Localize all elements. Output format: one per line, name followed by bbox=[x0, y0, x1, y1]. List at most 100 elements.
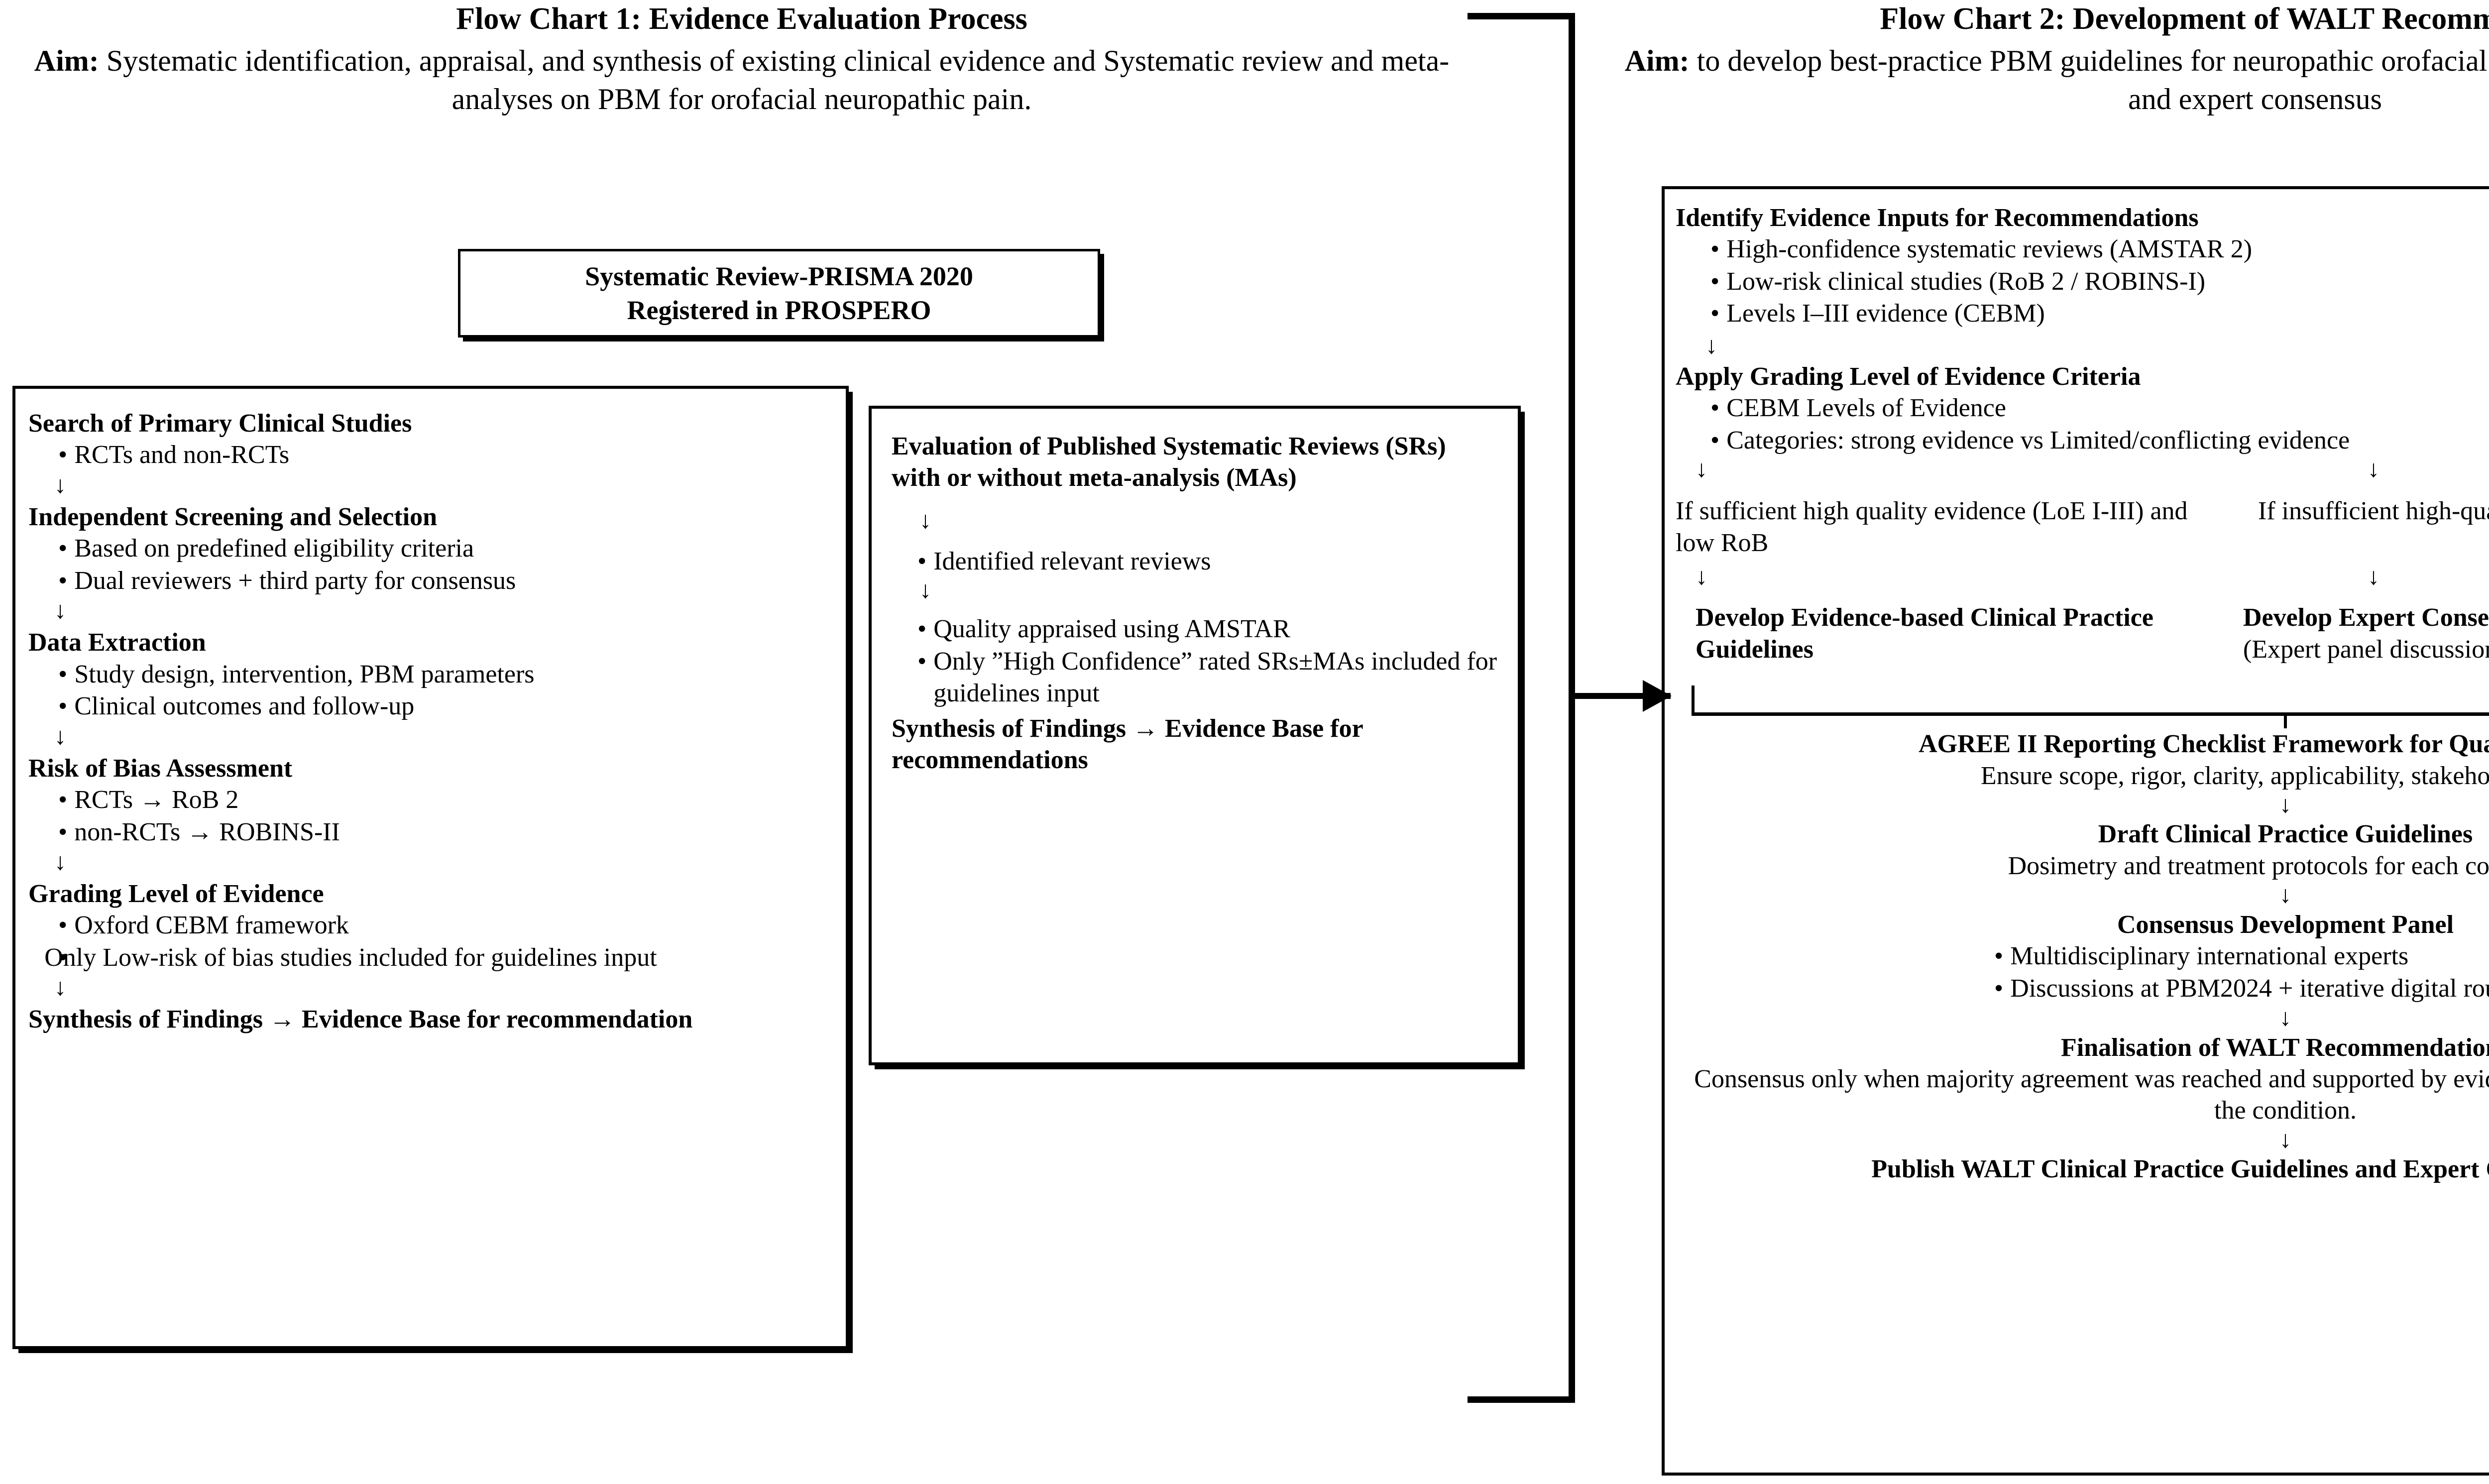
branch-right-outcome-title: Develop Expert Consensus Opinion bbox=[2243, 603, 2489, 632]
step-bullets: • Based on predefined eligibility criter… bbox=[28, 533, 833, 597]
merge-horizontal-bar bbox=[1692, 712, 2489, 716]
step-finalisation-of-recommendations: Finalisation of WALT Recommendations Con… bbox=[1676, 1032, 2489, 1127]
bracket-right-edge bbox=[1569, 13, 1575, 1403]
step-bullets: • CEBM Levels of Evidence • Categories: … bbox=[1676, 392, 2489, 457]
down-arrow-icon: ↓ bbox=[2279, 1126, 2291, 1153]
flow-chart-1-aim-label: Aim: bbox=[34, 44, 99, 77]
list-item: • Only Low-risk of bias studies included… bbox=[28, 942, 833, 974]
prospero-box-text: Systematic Review-PRISMA 2020 Registered… bbox=[585, 259, 973, 327]
step-heading: Data Extraction bbox=[28, 628, 206, 657]
branch-merge-bracket bbox=[1676, 685, 2489, 729]
merge-down-stem bbox=[2284, 712, 2287, 729]
step-bullets: • RCTs and non-RCTs bbox=[28, 439, 833, 471]
prospero-registration-box: Systematic Review-PRISMA 2020 Registered… bbox=[458, 249, 1100, 338]
bullet-icon: • bbox=[58, 660, 68, 688]
flow-chart-1-title: Flow Chart 1: Evidence Evaluation Proces… bbox=[456, 2, 1027, 36]
list-item: • Dual reviewers + third party for conse… bbox=[58, 565, 833, 597]
list-item: • Based on predefined eligibility criter… bbox=[58, 533, 833, 565]
down-arrow-icon: ↓ bbox=[1696, 564, 1707, 590]
flow-chart-1-aim: Aim: Systematic identification, appraisa… bbox=[30, 42, 1454, 118]
prospero-line-2: Registered in PROSPERO bbox=[627, 295, 931, 325]
step-heading: Search of Primary Clinical Studies bbox=[28, 409, 412, 438]
branch-left-condition: If sufficient high quality evidence (LoE… bbox=[1676, 497, 2188, 557]
branch-outcomes-row: ↓ ↓ Develop Evidence-based Clinical Prac… bbox=[1676, 565, 2489, 683]
list-item: • Quality appraised using AMSTAR bbox=[917, 613, 1501, 645]
bullet-icon: • bbox=[58, 441, 68, 469]
step-text: Consensus only when majority agreement w… bbox=[1694, 1064, 2489, 1125]
step-heading: Independent Screening and Selection bbox=[28, 502, 438, 531]
sr-box-heading: Evaluation of Published Systematic Revie… bbox=[892, 432, 1446, 492]
down-arrow-icon: ↓ bbox=[919, 577, 931, 604]
down-arrow-icon: ↓ bbox=[1705, 332, 1717, 359]
flow-chart-1-aim-text: Systematic identification, appraisal, an… bbox=[99, 44, 1450, 115]
bullet-icon: • bbox=[1994, 942, 2004, 971]
list-item: • RCTs → RoB 2 bbox=[58, 784, 833, 816]
step-publish-guidelines: Publish WALT Clinical Practice Guideline… bbox=[1871, 1155, 2489, 1184]
branch-left-outcome: Develop Evidence-based Clinical Practice… bbox=[1696, 603, 2153, 664]
step-synthesis-of-findings: Synthesis of Findings → Evidence Base fo… bbox=[28, 1005, 693, 1034]
list-item: • Only ”High Confidence” rated SRs±MAs i… bbox=[917, 646, 1501, 710]
sr-box-footer: Synthesis of Findings → Evidence Base fo… bbox=[892, 714, 1363, 775]
branch-conditions-row: ↓ ↓ If sufficient high quality evidence … bbox=[1676, 456, 2489, 578]
down-arrow-icon: ↓ bbox=[2368, 456, 2379, 483]
down-arrow-icon: ↓ bbox=[54, 723, 66, 750]
step-text: Ensure scope, rigor, clarity, applicabil… bbox=[1980, 761, 2489, 790]
bullet-icon: • bbox=[1710, 394, 1720, 423]
down-arrow-icon: ↓ bbox=[1696, 456, 1707, 483]
right-arrow-icon bbox=[1643, 680, 1672, 712]
published-systematic-reviews-box: Evaluation of Published Systematic Revie… bbox=[869, 406, 1521, 1065]
list-item: • non-RCTs → ROBINS-II bbox=[58, 816, 833, 848]
list-item: • Study design, intervention, PBM parame… bbox=[58, 659, 833, 690]
step-risk-of-bias: Risk of Bias Assessment • RCTs → RoB 2 •… bbox=[28, 753, 833, 848]
step-bullets: • Oxford CEBM framework bbox=[28, 910, 833, 941]
down-arrow-icon: ↓ bbox=[54, 597, 66, 624]
step-text: Dosimetry and treatment protocols for ea… bbox=[2008, 851, 2489, 880]
down-arrow-icon: ↓ bbox=[54, 974, 66, 1001]
bracket-top-edge bbox=[1468, 13, 1575, 19]
list-item: • CEBM Levels of Evidence bbox=[1710, 392, 2489, 424]
down-arrow-icon: ↓ bbox=[2368, 564, 2379, 590]
list-item: • Levels I–III evidence (CEBM) bbox=[1710, 298, 2489, 330]
merge-left-stem bbox=[1692, 685, 1695, 716]
list-item: • Identified relevant reviews bbox=[917, 546, 1501, 577]
step-heading: Apply Grading Level of Evidence Criteria bbox=[1676, 362, 2141, 391]
step-heading: Identify Evidence Inputs for Recommendat… bbox=[1676, 204, 2199, 232]
down-arrow-icon: ↓ bbox=[2279, 1005, 2291, 1031]
branch-right-outcome: Develop Expert Consensus Opinion (Expert… bbox=[2243, 602, 2489, 665]
flow-chart-2-aim-label: Aim: bbox=[1624, 44, 1690, 77]
flow-chart-1-grouping-bracket bbox=[1468, 13, 1575, 1403]
down-arrow-icon: ↓ bbox=[54, 849, 66, 876]
step-consensus-development-panel: Consensus Development Panel • Multidisci… bbox=[1676, 909, 2489, 1005]
step-apply-grading-criteria: Apply Grading Level of Evidence Criteria… bbox=[1676, 361, 2489, 457]
step-heading: Consensus Development Panel bbox=[2117, 910, 2454, 939]
step-heading: Draft Clinical Practice Guidelines bbox=[2098, 820, 2473, 849]
bullet-icon: • bbox=[1994, 974, 2004, 1003]
list-item: • Low-risk clinical studies (RoB 2 / ROB… bbox=[1710, 266, 2489, 298]
bullet-icon: • bbox=[1710, 267, 1720, 296]
down-arrow-icon: ↓ bbox=[2279, 792, 2291, 818]
bullet-icon: • bbox=[58, 817, 68, 846]
list-item: • Categories: strong evidence vs Limited… bbox=[1710, 425, 2489, 457]
step-agree-ii-checklist: AGREE II Reporting Checklist Framework f… bbox=[1676, 728, 2489, 792]
step-identify-evidence-inputs: Identify Evidence Inputs for Recommendat… bbox=[1676, 202, 2489, 330]
sr-bullets-group-2: • Quality appraised using AMSTAR • Only … bbox=[892, 613, 1501, 709]
step-bullets: • Multidisciplinary international expert… bbox=[1676, 940, 2489, 1005]
step-draft-guidelines: Draft Clinical Practice Guidelines Dosim… bbox=[1676, 818, 2489, 882]
bullet-icon: • bbox=[58, 911, 68, 940]
primary-studies-box: Search of Primary Clinical Studies • RCT… bbox=[12, 386, 849, 1349]
bracket-bottom-edge bbox=[1468, 1396, 1575, 1403]
list-item: • High-confidence systematic reviews (AM… bbox=[1710, 233, 2489, 265]
list-item: • Oxford CEBM framework bbox=[58, 910, 833, 941]
bullet-icon: • bbox=[58, 943, 68, 972]
bullet-icon: • bbox=[917, 615, 927, 644]
bullet-icon: • bbox=[58, 786, 68, 814]
flow-chart-2-aim-text: to develop best-practice PBM guidelines … bbox=[1697, 44, 2489, 115]
bullet-icon: • bbox=[58, 566, 68, 595]
bullet-icon: • bbox=[1710, 426, 1720, 455]
step-independent-screening: Independent Screening and Selection • Ba… bbox=[28, 501, 833, 597]
down-arrow-icon: ↓ bbox=[919, 507, 931, 534]
step-search-primary-studies: Search of Primary Clinical Studies • RCT… bbox=[28, 408, 833, 471]
walt-recommendations-box: Identify Evidence Inputs for Recommendat… bbox=[1662, 186, 2489, 1476]
bullet-icon: • bbox=[58, 692, 68, 721]
